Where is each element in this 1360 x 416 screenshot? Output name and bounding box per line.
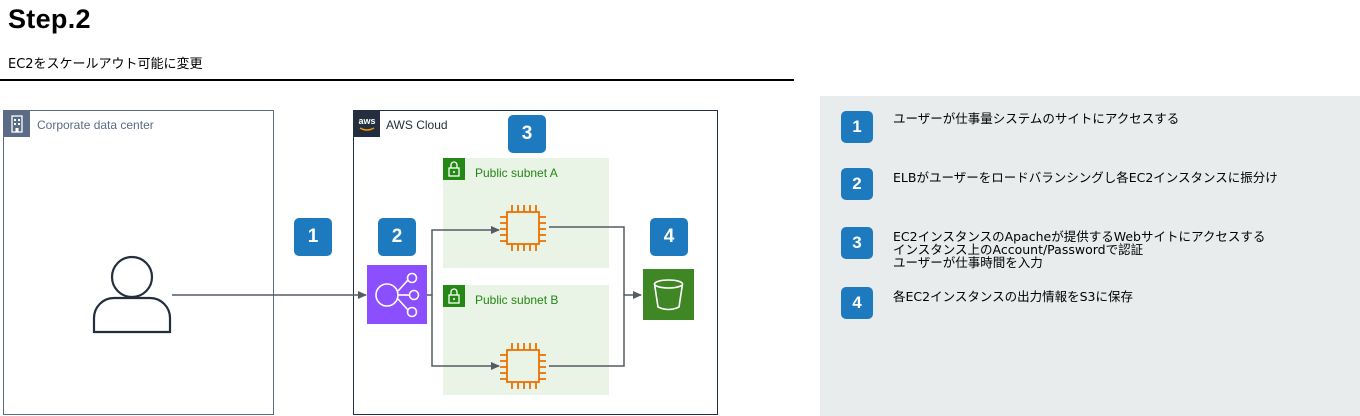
user-icon [92,255,172,334]
corporate-data-center-group: Corporate data center [3,110,274,415]
panel-badge-4: 4 [841,287,873,319]
subnet-b-label: Public subnet B [475,293,559,307]
step-4-line-1: 各EC2インスタンスの出力情報をS3に保存 [893,289,1133,304]
svg-text:aws: aws [358,116,375,126]
elastic-load-balancer-icon [367,265,427,324]
step-3-line-1: EC2インスタンスのApacheが提供するWebサイトにアクセスする [893,229,1266,244]
ec2-instance-icon [500,343,546,389]
ec2-instance-icon [500,205,546,251]
header-divider [0,79,794,81]
step-4-text: 各EC2インスタンスの出力情報をS3に保存 [893,290,1133,303]
aws-group-label: AWS Cloud [386,118,448,132]
step-badge-4: 4 [650,218,688,256]
step-3-text: EC2インスタンスのApacheが提供するWebサイトにアクセスする インスタン… [893,230,1265,269]
panel-badge-1: 1 [841,111,873,143]
step-3-line-3: ユーザーが仕事時間を入力 [893,255,1043,270]
connector-elb-ec2-a [427,226,500,296]
step-badge-2: 2 [378,218,416,256]
corporate-group-label: Corporate data center [37,118,154,132]
public-subnet-b: Public subnet B [443,285,609,395]
step-1-text: ユーザーが仕事量システムのサイトにアクセスする [893,112,1179,125]
public-subnet-a: Public subnet A [443,158,609,268]
diagram-canvas [92,205,694,389]
lock-icon [443,285,465,307]
corporate-building-icon [4,111,30,137]
connector-elb-ec2-b [431,295,500,370]
subnet-a-label: Public subnet A [475,166,558,180]
step-badge-3: 3 [508,115,546,153]
step-badge-1: 1 [294,218,332,256]
page-title: Step.2 [8,4,91,34]
connector-ec2-a-s3 [549,226,642,299]
panel-badge-2: 2 [841,168,873,200]
aws-logo-icon: aws [354,111,380,137]
page-subtitle: EC2をスケールアウト可能に変更 [8,57,203,72]
step-2-line-1: ELBがユーザーをロードバランシングし各EC2インスタンスに振分け [893,170,1278,185]
step-1-line-1: ユーザーが仕事量システムのサイトにアクセスする [893,111,1180,126]
panel-badge-3: 3 [841,227,873,259]
s3-bucket-icon [643,269,694,320]
steps-panel [820,96,1360,416]
lock-icon [443,158,465,180]
step-3-line-2: インスタンス上のAccount/Passwordで認証 [893,242,1144,257]
connector-ec2-b-s3 [549,295,625,367]
step-2-text: ELBがユーザーをロードバランシングし各EC2インスタンスに振分け [893,171,1278,184]
